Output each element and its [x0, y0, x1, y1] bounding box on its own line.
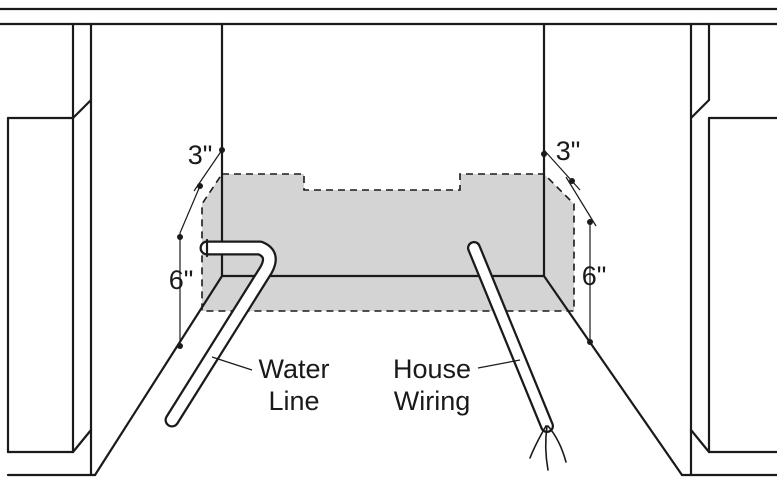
countertop — [0, 7, 777, 26]
house-wiring-conduit — [467, 241, 567, 471]
water-line-label-1: Water — [258, 354, 329, 384]
dim-right-side: 6" — [582, 261, 607, 291]
dim-left-side: 6" — [169, 265, 194, 295]
dim-left-top: 3" — [188, 140, 213, 170]
right-cabinet — [680, 22, 777, 477]
dimension-lines — [177, 147, 597, 349]
water-line-leader — [211, 356, 253, 371]
water-line-label-2: Line — [268, 386, 319, 416]
house-wiring-label-2: Wiring — [394, 386, 471, 416]
left-cabinet — [6, 22, 97, 477]
water-line-pipe — [164, 238, 277, 428]
zone-outline — [201, 173, 575, 312]
dim-right-top: 3" — [556, 136, 581, 166]
house-wiring-leader — [477, 359, 521, 369]
house-wiring-label-1: House — [393, 354, 471, 384]
floor-lines — [93, 274, 684, 477]
